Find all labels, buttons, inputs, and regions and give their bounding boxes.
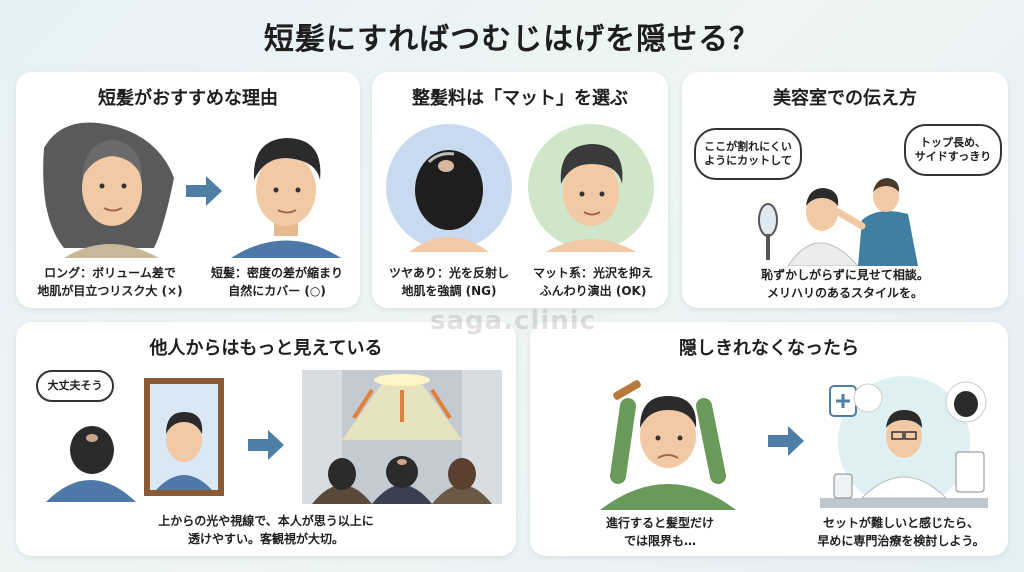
speech-bubble-stylist: トップ長め、 サイドすっきり	[904, 124, 1002, 176]
matte-hair-man-illustration	[528, 124, 654, 252]
speech-bubble-self: 大丈夫そう	[36, 370, 114, 402]
watermark: saga.clinic	[430, 306, 597, 336]
panel-title: 美容室での伝え方	[773, 88, 917, 109]
arrow-right-icon	[768, 426, 804, 456]
caption-short-hair: 短髪：密度の差が縮まり 自然にカバー (○)	[210, 266, 343, 298]
panel-salon-communication: 美容室での伝え方 ここが割れにくい ようにカットして トップ長め、 サイドすっき…	[682, 72, 1008, 308]
salon-scene-illustration	[758, 178, 918, 266]
panel-title: 隠しきれなくなったら	[679, 338, 859, 359]
caption-matte: マット系：光沢を抑え ふんわり演出 (OK)	[532, 266, 653, 298]
panel-seen-by-others: 他人からはもっと見えている 大丈夫そう 上からの光や視線で、本人が思う以上に 透…	[16, 322, 516, 556]
caption-others: 上からの光や視線で、本人が思う以上に 透けやすい。客観視が大切。	[158, 514, 374, 546]
panel-matte-styling: 整髪料は「マット」を選ぶ ツヤあり：光を反射し 地肌を強調 (NG) マット系：…	[372, 72, 668, 308]
caption-glossy: ツヤあり：光を反射し 地肌を強調 (NG)	[388, 266, 509, 298]
short-hair-man-illustration	[231, 138, 341, 258]
caption-salon: 恥ずかしがらずに見せて相談。 メリハリのあるスタイルを。	[761, 268, 929, 300]
glossy-hair-back-illustration	[386, 124, 512, 252]
panel-title: 他人からはもっと見えている	[149, 338, 383, 359]
arrow-right-icon	[186, 176, 222, 206]
elevator-scene-illustration	[302, 370, 502, 504]
long-hair-man-illustration	[43, 122, 174, 258]
speech-bubble-customer: ここが割れにくい ようにカットして	[694, 128, 802, 180]
mirror-scene-illustration	[46, 378, 224, 502]
caption-long-hair: ロング：ボリューム差で 地肌が目立つリスク大 (×)	[37, 266, 183, 298]
page-title: 短髪にすればつむじはげを隠せる？	[263, 22, 761, 57]
panel-title: 短髪がおすすめな理由	[98, 88, 278, 109]
caption-treatment: セットが難しいと感じたら、 早めに専門治療を検討しよう。	[817, 516, 985, 548]
doctor-clinic-illustration	[820, 376, 988, 508]
panel-short-hair-reason: 短髪がおすすめな理由 ロング：ボリューム差で 地肌が目立つリスク大 (×) 短髪…	[16, 72, 360, 308]
panel-title: 整髪料は「マット」を選ぶ	[412, 88, 628, 109]
arrow-right-icon	[248, 430, 284, 460]
panel-when-cannot-hide: 隠しきれなくなったら 進行すると髪型だけ では限界も… セットが難しいと感じたら…	[530, 322, 1008, 556]
worried-man-illustration	[600, 380, 736, 510]
caption-limit: 進行すると髪型だけ では限界も…	[605, 516, 714, 548]
